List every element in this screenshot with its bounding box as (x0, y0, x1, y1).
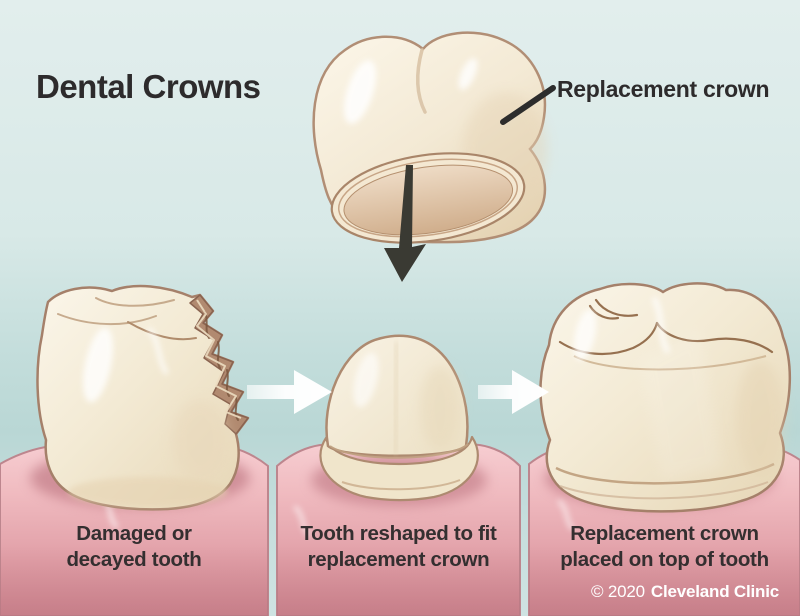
label-line: replacement crown (307, 548, 490, 571)
reshaped-tooth-illustration (319, 334, 479, 502)
label-reshaped-tooth: Tooth reshaped to fit replacement crown (277, 521, 520, 573)
page-title: Dental Crowns (36, 68, 261, 105)
pointer-line (500, 85, 556, 125)
right-arrow-icon (247, 370, 332, 414)
label-line: Tooth reshaped to fit (300, 522, 497, 545)
label-line: Replacement crown (570, 522, 759, 545)
label-damaged-tooth: Damaged or decayed tooth (0, 521, 268, 573)
damaged-tooth-illustration (36, 284, 250, 511)
label-line: Damaged or (76, 522, 192, 545)
label-crowned-tooth: Replacement crown placed on top of tooth (529, 521, 800, 573)
copyright-year: © 2020 (591, 582, 645, 601)
copyright-owner: Cleveland Clinic (650, 582, 779, 601)
label-line: decayed tooth (66, 548, 202, 571)
down-arrow-icon (384, 165, 426, 282)
replacement-crown-illustration (312, 31, 547, 282)
crowned-tooth-illustration (539, 282, 791, 513)
right-arrow-icon (478, 370, 549, 414)
label-line: placed on top of tooth (560, 548, 769, 571)
callout-replacement-crown: Replacement crown (557, 76, 770, 102)
copyright-notice: © 2020 Cleveland Clinic (591, 582, 779, 602)
